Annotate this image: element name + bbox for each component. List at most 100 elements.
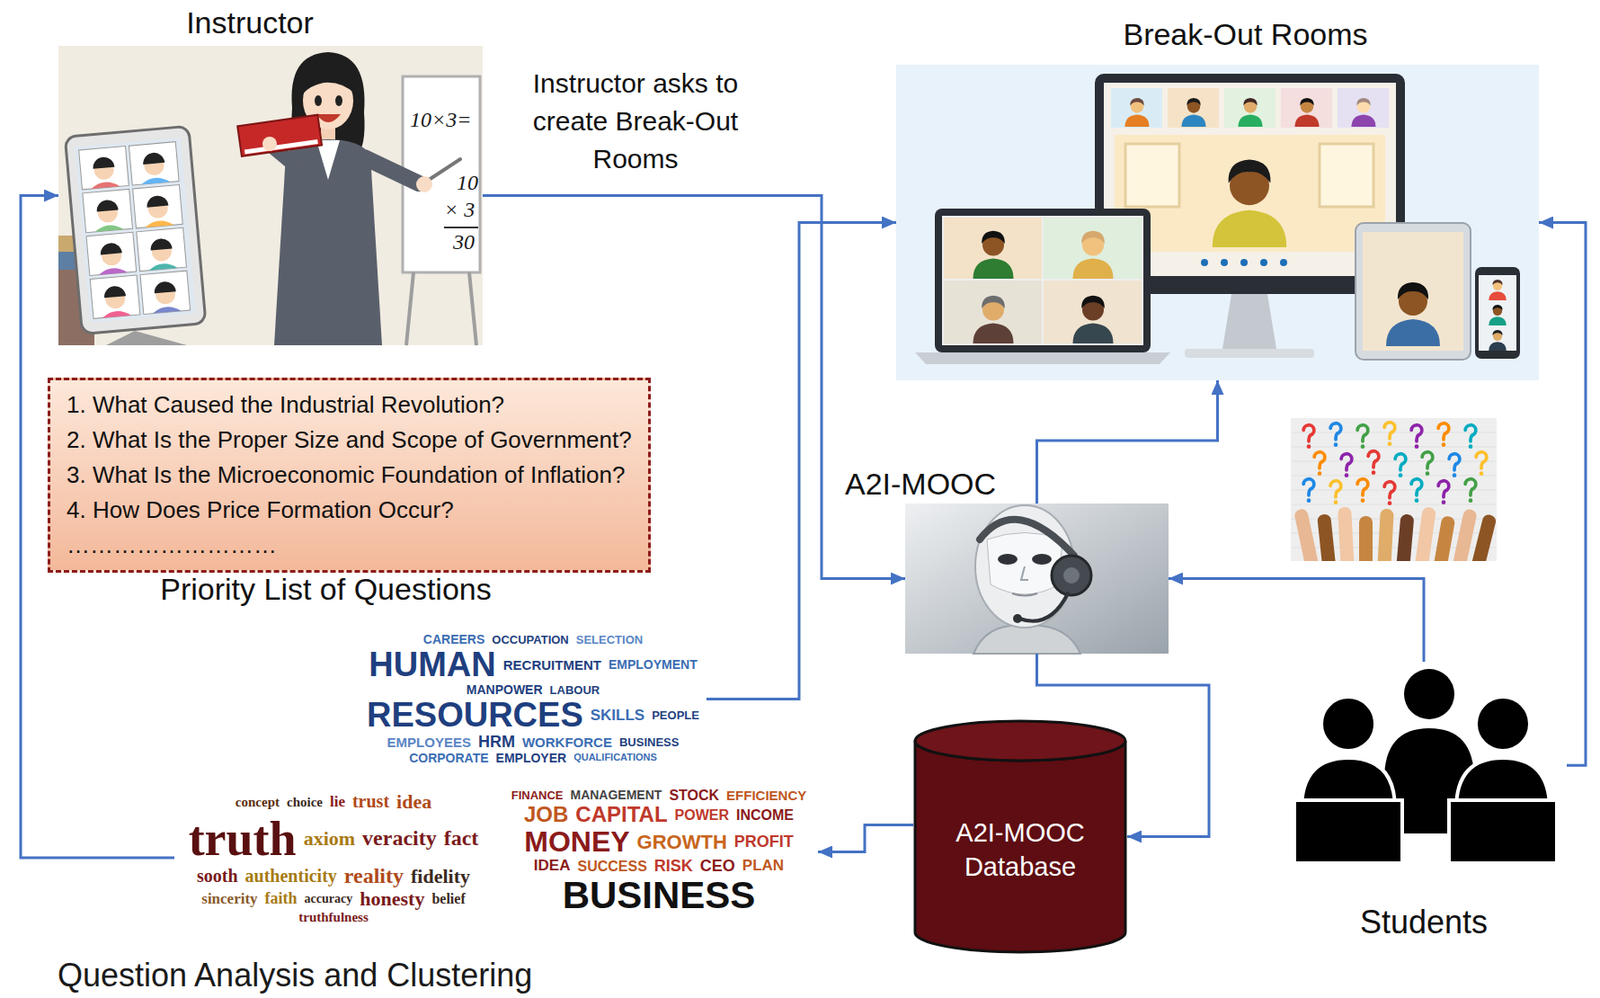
cloud-word: authenticity: [245, 866, 338, 887]
question-hands-picture: [1330, 423, 1342, 447]
question-hands-picture: [1438, 423, 1449, 447]
cloud-word: faith: [265, 889, 298, 907]
robot-illustration: [1051, 555, 1092, 596]
list-body: 1. What Caused the Industrial Revolution…: [66, 387, 632, 563]
instructor-illustration: [150, 237, 173, 250]
breakout-illustration: [896, 64, 1539, 381]
breakout-illustration: [1167, 88, 1219, 128]
breakout-illustration: [1043, 217, 1142, 279]
robot-illustration: [905, 503, 1169, 654]
instructor-illustration: [128, 142, 179, 186]
breakout-illustration: [1280, 88, 1333, 128]
breakout-illustration: [1220, 258, 1228, 267]
cloud-word: EMPLOYEES: [387, 735, 472, 750]
cloud-word: sooth: [196, 866, 239, 887]
question-hands-picture: [1465, 479, 1476, 503]
breakout-illustration: [943, 280, 1042, 344]
node-heading: Break-Out Rooms: [1122, 17, 1368, 53]
instructor-illustration: [237, 115, 322, 157]
instructor-illustration: [444, 226, 479, 229]
question-hands-picture: [1466, 513, 1497, 561]
robot-illustration: [1019, 593, 1068, 622]
instructor-illustration: [145, 195, 169, 208]
breakout-illustration: [943, 217, 1042, 279]
question-hands-picture: [1357, 479, 1369, 503]
cloud-body: conceptchoicelietrustideatruthaxiomverac…: [181, 791, 486, 925]
cloud-word: SKILLS: [590, 707, 645, 724]
cloud-word: MONEY: [524, 826, 630, 858]
breakout-illustration: [1488, 329, 1507, 351]
breakout-illustration: [1073, 295, 1114, 344]
connector-arrow: [706, 222, 897, 700]
breakout-illustration: [1475, 266, 1520, 359]
students-icon: [1448, 800, 1557, 863]
question-hands-picture: [1422, 452, 1433, 476]
breakout-illustration: [1238, 97, 1263, 127]
cloud-body: FINANCEMANAGEMENTSTOCKEFFICIENCYJOBCAPIT…: [506, 787, 811, 916]
instructor-illustration: [136, 227, 187, 271]
cloud-word: PLAN: [742, 857, 784, 874]
question-hands-picture: [1303, 425, 1315, 449]
breakout-illustration: [1478, 275, 1517, 351]
question-item: 2. What Is the Proper Size and Scope of …: [66, 422, 632, 458]
database-cylinder: A2I-MOOC Database: [913, 719, 1128, 954]
breakout-illustration: [1240, 258, 1248, 267]
instructor-illustration: [86, 231, 137, 276]
board-text: 30: [453, 230, 475, 256]
instructor-illustration: [335, 95, 343, 107]
breakout-illustration: [1222, 293, 1277, 349]
question-hands-picture: [1357, 425, 1369, 449]
word-cloud: CAREERSOCCUPATIONSELECTIONHUMANRECRUITME…: [359, 627, 707, 771]
instructor-illustration: [237, 115, 322, 157]
cloud-word: trust: [352, 791, 390, 812]
breakout-illustration: [1125, 97, 1150, 127]
cloud-word: WORKFORCE: [522, 735, 613, 750]
node-heading: Instructor: [186, 5, 314, 41]
instructor-illustration: [91, 156, 115, 169]
question-item: 1. What Caused the Industrial Revolution…: [66, 387, 632, 423]
question-hands-picture: [1465, 425, 1476, 449]
robot-illustration: [973, 625, 1081, 654]
cloud-word: QUALIFICATIONS: [573, 752, 658, 764]
picture-frame: Instructor: [58, 45, 483, 346]
breakout-illustration: [1351, 97, 1377, 127]
breakout-illustration: [1295, 97, 1320, 127]
cloud-word: MANAGEMENT: [569, 788, 662, 802]
cloud-word: belief: [431, 890, 465, 907]
breakout-illustration: [1488, 304, 1507, 326]
instructor-illustration: [262, 136, 277, 152]
instructor-illustration: [153, 280, 177, 294]
instructor-illustration: [79, 146, 130, 190]
robot-illustration: [1031, 553, 1052, 565]
question-hands-picture: [1293, 506, 1497, 561]
section-label: Question Analysis and Clustering: [57, 956, 533, 994]
database-label: A2I-MOOC Database: [939, 816, 1102, 884]
instructor-illustration: [94, 223, 124, 232]
cloud-word: sincerity: [201, 890, 258, 907]
edge-label: Instructor asks to create Break-Out Room…: [509, 64, 762, 178]
cloud-word: PEOPLE: [651, 709, 700, 722]
students-icon: [1475, 696, 1530, 751]
question-hands-picture: [1394, 513, 1414, 561]
robot-illustration: [1021, 566, 1029, 580]
cloud-word: idea: [396, 791, 432, 813]
cloud-word: RECRUITMENT: [503, 657, 602, 673]
question-hands-picture: [1430, 515, 1457, 561]
cloud-word: axiom: [303, 827, 356, 850]
instructor-illustration: [101, 310, 131, 319]
instructor-illustration: [302, 68, 356, 95]
instructor-illustration: [64, 125, 206, 334]
instructor-illustration: [316, 114, 341, 123]
robot-illustration: [905, 503, 1169, 654]
question-hands-picture: [1359, 515, 1373, 561]
instructor-illustration: [151, 305, 181, 314]
students-icon: [1404, 668, 1455, 720]
cloud-word: IDEA: [533, 857, 571, 874]
cloud-word: concept: [235, 794, 280, 809]
instructor-illustration: [82, 188, 134, 232]
cloud-word: LABOUR: [550, 684, 601, 697]
instructor-illustration: [469, 272, 477, 346]
instructor-illustration: [314, 95, 322, 107]
question-item: ………………………: [66, 527, 632, 563]
